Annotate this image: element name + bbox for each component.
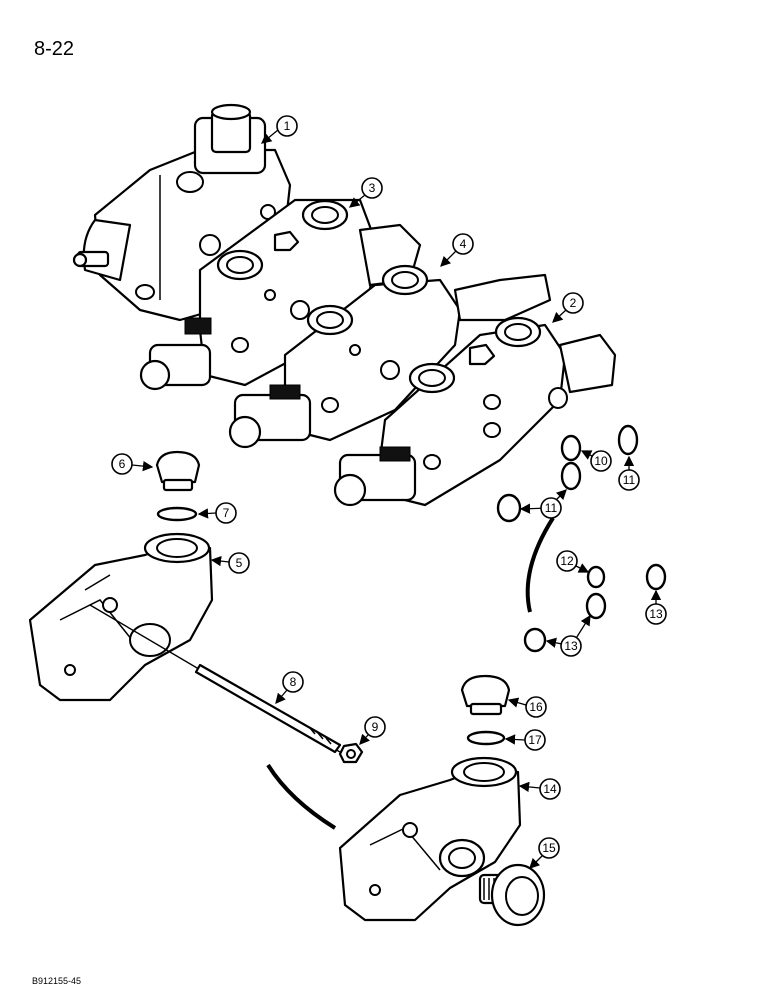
callout-6: 6 — [111, 453, 154, 475]
svg-text:13: 13 — [649, 607, 663, 621]
o-ring-7 — [156, 506, 198, 522]
callout-9: 9 — [359, 716, 386, 745]
svg-text:4: 4 — [460, 237, 467, 251]
assembly-curve-seals — [525, 516, 555, 613]
svg-text:16: 16 — [529, 700, 543, 714]
spool-section-middle — [228, 264, 552, 449]
callout-2: 2 — [552, 292, 584, 323]
o-ring-11-c — [496, 493, 522, 523]
fitting-15 — [478, 863, 546, 927]
callout-16: 16 — [507, 696, 547, 718]
svg-text:15: 15 — [542, 841, 556, 855]
o-ring-13-b — [585, 592, 607, 620]
svg-text:17: 17 — [528, 733, 542, 747]
o-ring-13-a — [645, 563, 667, 591]
svg-text:7: 7 — [223, 506, 230, 520]
svg-text:3: 3 — [369, 181, 376, 195]
page-number: 8-22 — [34, 38, 75, 60]
callout-4: 4 — [440, 233, 474, 267]
svg-text:5: 5 — [236, 556, 243, 570]
callout-10: 10 — [580, 450, 612, 472]
o-ring-17 — [466, 730, 506, 746]
svg-text:11: 11 — [545, 501, 558, 515]
spool-section-lower — [333, 316, 617, 507]
callout-12: 12 — [556, 550, 590, 573]
callout-8: 8 — [275, 671, 304, 704]
callout-3: 3 — [348, 177, 383, 208]
callout-1: 1 — [260, 115, 298, 144]
svg-text:1: 1 — [284, 119, 291, 133]
plug-16 — [460, 674, 511, 716]
svg-text:14: 14 — [543, 782, 557, 796]
svg-text:13: 13 — [564, 639, 578, 653]
svg-text:6: 6 — [119, 457, 126, 471]
callout-11-b: 11 — [519, 489, 567, 519]
o-ring-11-a — [617, 424, 639, 456]
svg-text:10: 10 — [594, 454, 608, 468]
spool-section-upper — [139, 198, 422, 391]
svg-text:8: 8 — [290, 675, 297, 689]
callout-5: 5 — [210, 552, 250, 574]
callout-13-b: 13 — [545, 614, 591, 657]
svg-text:12: 12 — [560, 554, 574, 568]
assembly-curve-lower — [266, 763, 337, 830]
callout-7: 7 — [197, 502, 237, 524]
o-ring-11-b — [560, 461, 582, 491]
callout-17: 17 — [504, 729, 546, 751]
callout-11-a: 11 — [618, 455, 640, 491]
svg-text:9: 9 — [372, 720, 379, 734]
tie-rod-8 — [194, 663, 342, 754]
plug-6 — [155, 450, 201, 492]
o-ring-13-c — [523, 627, 547, 653]
figure-code: B912155-45 — [32, 976, 82, 986]
o-ring-12 — [586, 565, 606, 589]
callout-13-a: 13 — [645, 589, 667, 625]
svg-text:2: 2 — [570, 296, 577, 310]
o-ring-10 — [560, 434, 582, 462]
outlet-cover-14 — [338, 756, 522, 922]
callout-14: 14 — [518, 778, 561, 800]
svg-text:11: 11 — [623, 473, 636, 487]
outlet-cover-5 — [28, 532, 214, 702]
callout-15: 15 — [529, 837, 560, 869]
